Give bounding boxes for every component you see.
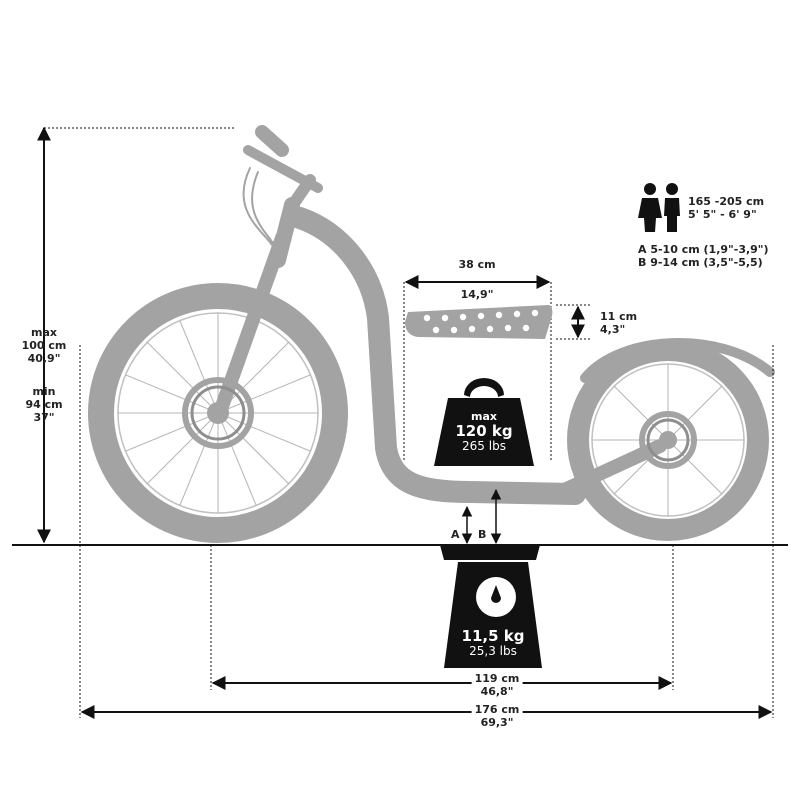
handlebar <box>242 125 323 249</box>
clearance-legend: A 5-10 cm (1,9"-3,9") B 9-14 cm (3,5"-5,… <box>638 243 769 269</box>
clearance-arrows <box>461 488 502 545</box>
wheelbase-in: 46,8" <box>480 685 514 698</box>
deck-length-label: 38 cm <box>458 258 495 271</box>
weight-label: 11,5 kg 25,3 lbs <box>462 628 525 658</box>
marker-a: A <box>451 528 460 541</box>
marker-b: B <box>478 528 487 541</box>
height-max-in: 40,9" <box>27 352 61 365</box>
max-load-lbs: 265 lbs <box>462 439 506 453</box>
max-load-label: max 120 kg 265 lbs <box>455 410 512 453</box>
height-max-cm: 100 cm <box>21 339 67 352</box>
kettlebell-icon <box>434 378 534 466</box>
weight-lbs: 25,3 lbs <box>469 644 517 658</box>
total-length-in: 69,3" <box>480 716 514 729</box>
rider-height-cm: 165 -205 cm <box>688 195 765 208</box>
deck-width-in: 4,3" <box>600 323 626 336</box>
rear-fender <box>580 337 775 383</box>
rider-height-label: 165 -205 cm 5' 5" - 6' 9" <box>688 195 764 221</box>
total-length-cm: 176 cm <box>474 703 520 716</box>
frame <box>289 207 586 505</box>
kickscooter-silhouette <box>88 125 775 543</box>
total-length-label: 176 cm 69,3" <box>471 703 523 729</box>
weight-kg: 11,5 kg <box>461 627 525 645</box>
height-min-cm: 94 cm <box>25 398 63 411</box>
clearance-a: A 5-10 cm (1,9"-3,9") <box>638 243 769 256</box>
clearance-b: B 9-14 cm (3,5"-5,5) <box>638 256 763 269</box>
max-load-word: max <box>471 410 497 423</box>
height-dimension <box>37 126 235 544</box>
height-min-word: min <box>32 385 56 398</box>
rear-wheel <box>567 339 769 541</box>
deck-length-in-label: 14,9" <box>461 288 494 301</box>
deck-width-cm: 11 cm <box>600 310 638 323</box>
scale-icon <box>440 545 542 668</box>
wheelbase-label: 119 cm 46,8" <box>471 672 523 698</box>
wheelbase-cm: 119 cm <box>474 672 520 685</box>
person-pair-icon <box>638 183 680 232</box>
rider-height-ft: 5' 5" - 6' 9" <box>688 208 757 221</box>
max-load-kg: 120 kg <box>455 422 513 440</box>
deck-length-cm: 38 cm <box>458 258 496 271</box>
deck-plate <box>405 305 553 339</box>
height-max-word: max <box>31 326 57 339</box>
height-min-in: 37" <box>33 411 55 424</box>
min-height-label: min 94 cm 37" <box>25 385 62 424</box>
deck-width-label: 11 cm 4,3" <box>600 310 637 336</box>
front-fork <box>213 231 289 419</box>
deck-length-in: 14,9" <box>460 288 494 301</box>
max-height-label: max 100 cm 40,9" <box>22 326 67 365</box>
